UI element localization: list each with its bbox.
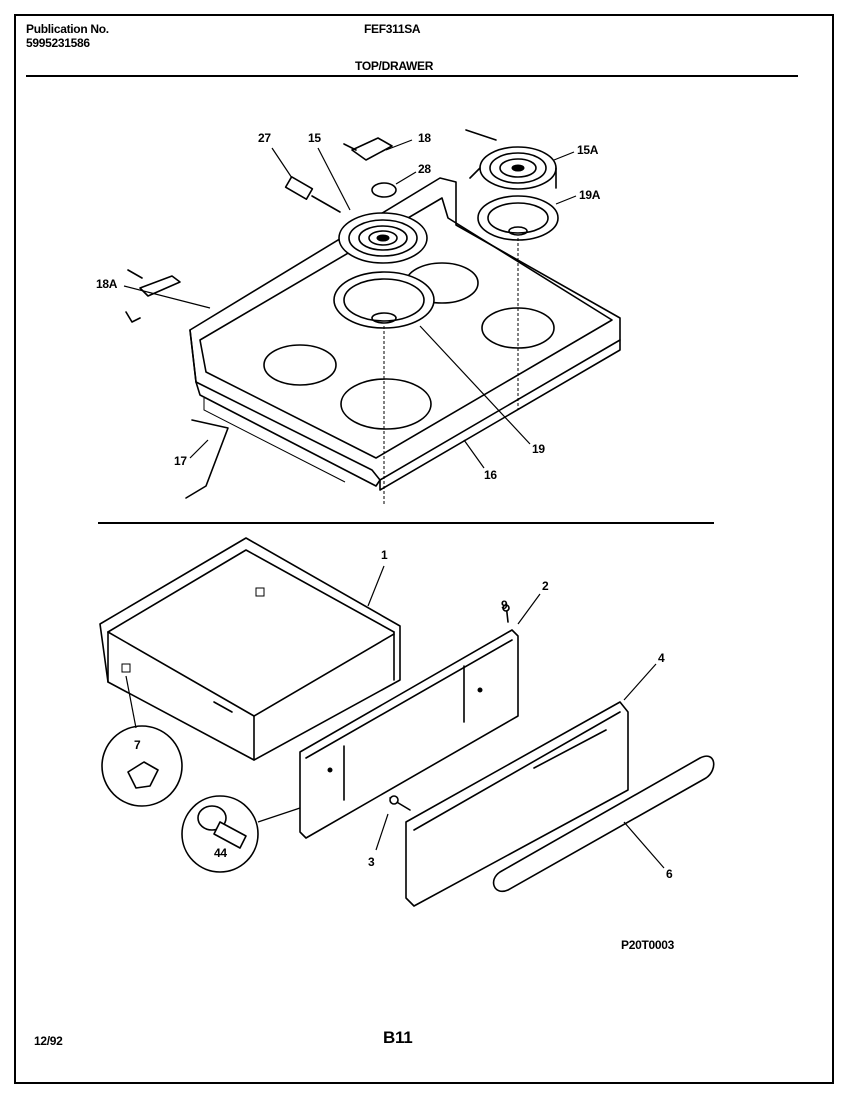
- callout-19: 19: [532, 442, 545, 456]
- callout-18: 18: [418, 131, 431, 145]
- cooktop-inner-edge: [199, 197, 613, 459]
- wire-17: [185, 419, 229, 499]
- callout-4: 4: [658, 651, 665, 665]
- opening-left-rear: [263, 344, 337, 386]
- model-number: FEF311SA: [364, 22, 421, 36]
- page-frame: [14, 14, 834, 1084]
- section-divider: [98, 522, 714, 524]
- callout-15A: 15A: [577, 143, 599, 157]
- callout-3: 3: [368, 855, 375, 869]
- receptacle-bracket-18: [351, 137, 393, 161]
- callout-9: 9: [501, 598, 508, 612]
- detail-circle-44: [181, 795, 259, 873]
- callout-27: 27: [258, 131, 271, 145]
- callout-6: 6: [666, 867, 673, 881]
- cooktop-back-rail: [189, 329, 197, 383]
- callout-1: 1: [381, 548, 388, 562]
- footer-date: 12/92: [34, 1034, 63, 1048]
- callout-18A: 18A: [96, 277, 118, 291]
- callout-28: 28: [418, 162, 431, 176]
- callout-15: 15: [308, 131, 321, 145]
- header-rule: [26, 75, 798, 77]
- drawer-handle-6: [492, 755, 715, 893]
- page-number: B11: [383, 1028, 413, 1047]
- publication-label: Publication No.: [26, 22, 109, 36]
- callout-16: 16: [484, 468, 497, 482]
- cooktop-outline: [189, 177, 621, 481]
- cooktop-front-lip: [195, 381, 381, 487]
- grommet-28: [371, 182, 397, 198]
- terminal-block-27: [284, 176, 314, 200]
- callout-44: 44: [214, 846, 227, 860]
- drawer-outer-front-4: [405, 701, 629, 907]
- callout-2: 2: [542, 579, 549, 593]
- callout-17: 17: [174, 454, 187, 468]
- publication-number: 5995231586: [26, 36, 90, 50]
- callout-19A: 19A: [579, 188, 601, 202]
- section-title: TOP/DRAWER: [355, 59, 434, 73]
- detail-circle-7: [101, 725, 183, 807]
- opening-left-front: [340, 378, 432, 430]
- callout-7: 7: [134, 738, 141, 752]
- drawing-code: P20T0003: [621, 938, 674, 952]
- bracket-18A: [139, 275, 181, 297]
